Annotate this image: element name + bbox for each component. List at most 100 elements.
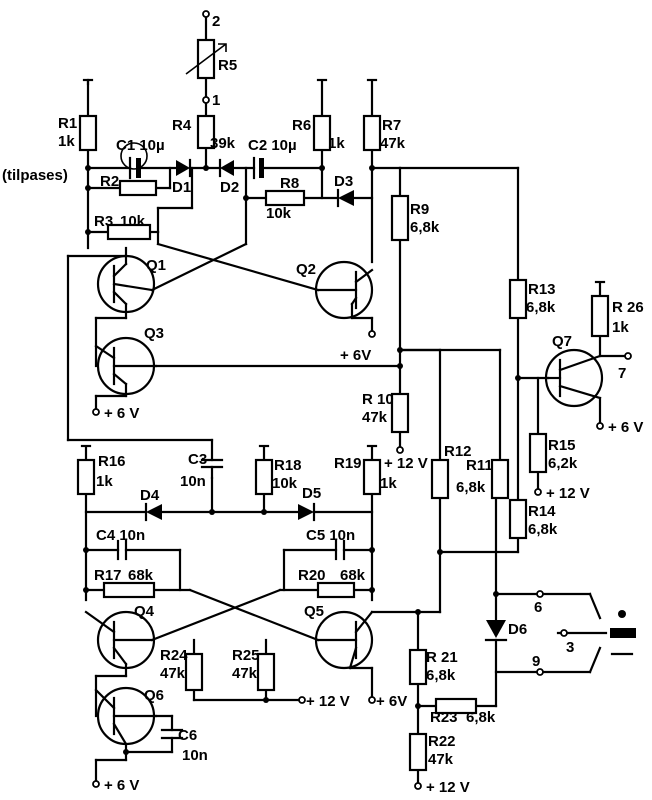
label-r8-value: 10k: [266, 205, 292, 222]
resistors: [76, 38, 610, 772]
label-r4: R4: [172, 117, 192, 134]
label-q5: Q5: [304, 603, 324, 620]
resistor-r2: [118, 179, 158, 197]
label-r8: R8: [280, 175, 299, 192]
label-r23-value: 6,8k: [466, 709, 496, 726]
transistor-q4: [84, 610, 156, 670]
label-d5: D5: [302, 485, 321, 502]
label-r25-value: 47k: [232, 665, 258, 682]
label-r11: R11: [466, 457, 493, 474]
capacitor-c3: [200, 458, 224, 480]
label-q6: Q6: [144, 687, 164, 704]
label-v6-q2: + 6V: [340, 347, 371, 364]
label-r24: R24: [160, 647, 188, 664]
label-d2: D2: [220, 179, 239, 196]
resistor-r15: [528, 432, 548, 474]
label-c5: C5 10n: [306, 527, 355, 544]
label-c6: C6: [178, 727, 197, 744]
label-pin7: 7: [618, 365, 626, 382]
label-r26: R 26: [612, 299, 644, 316]
resistor-r18: [254, 458, 274, 496]
label-q3: Q3: [144, 325, 164, 342]
label-c1: C1 10µ: [116, 137, 165, 154]
resistor-r16: [76, 458, 96, 496]
capacitor-c5: [334, 539, 346, 561]
label-r7-value: 47k: [380, 135, 406, 152]
resistor-r20: [316, 581, 356, 599]
transistor-q2: [314, 260, 374, 320]
resistor-r8: [264, 189, 306, 207]
label-pin6: 6: [534, 599, 542, 616]
label-c4: C4 10n: [96, 527, 145, 544]
label-v6-q3: + 6 V: [104, 405, 139, 422]
capacitor-c6: [160, 728, 184, 740]
label-r6-value: 1k: [328, 135, 345, 152]
label-pin3: 3: [566, 639, 574, 656]
label-pin9: 9: [532, 653, 540, 670]
diodes: [144, 158, 508, 642]
resistor-r22: [408, 732, 428, 772]
label-r19: R19: [334, 455, 362, 472]
switch-symbol: [610, 610, 636, 656]
label-r26-value: 1k: [612, 319, 629, 336]
resistor-r23: [434, 697, 478, 715]
label-r17: R17: [94, 567, 122, 584]
transistor-q1: [96, 254, 156, 314]
label-v6-q5: + 6V: [376, 693, 407, 710]
label-d1: D1: [172, 179, 191, 196]
label-r3-value: 10k: [120, 213, 146, 230]
label-pin2: 2: [212, 13, 220, 30]
label-r20: R20: [298, 567, 326, 584]
label-q1: Q1: [146, 257, 166, 274]
label-q7: Q7: [552, 333, 572, 350]
label-v12-r15: + 12 V: [546, 485, 590, 502]
resistor-r11: [490, 458, 510, 500]
label-v12-r22: + 12 V: [426, 779, 470, 796]
resistor-r7: [362, 114, 382, 152]
label-r23: R23: [430, 709, 458, 726]
transistor-q7: [544, 348, 604, 408]
label-d3: D3: [334, 173, 353, 190]
label-r9-value: 6,8k: [410, 219, 440, 236]
label-r15-value: 6,2k: [548, 455, 578, 472]
label-r18-value: 10k: [272, 475, 298, 492]
capacitor-c2: [252, 156, 264, 180]
label-r12: R12: [444, 443, 472, 460]
resistor-r25: [256, 652, 276, 692]
diode-d3: [336, 188, 354, 208]
label-r25: R25: [232, 647, 260, 664]
label-r11-value: 6,8k: [456, 479, 486, 496]
label-r13-value: 6,8k: [526, 299, 556, 316]
label-r16-value: 1k: [96, 473, 113, 490]
label-r7: R7: [382, 117, 401, 134]
label-r13: R13: [528, 281, 556, 298]
resistor-r26: [590, 294, 610, 338]
label-q4: Q4: [134, 603, 155, 620]
resistor-r19: [362, 458, 382, 496]
diode-d1: [176, 158, 192, 178]
label-d6: D6: [508, 621, 527, 638]
resistor-r17: [102, 581, 156, 599]
diode-d6: [484, 620, 508, 642]
label-r2: R2: [100, 173, 119, 190]
label-r14: R14: [528, 503, 556, 520]
label-v12-r24: + 12 V: [306, 693, 350, 710]
label-r5: R5: [218, 57, 237, 74]
label-r22: R22: [428, 733, 456, 750]
resistor-r12: [430, 458, 450, 500]
transistor-q6: [94, 686, 158, 746]
resistor-r10: [390, 392, 410, 434]
resistor-r21: [408, 648, 428, 686]
nodes: [80, 10, 632, 790]
resistor-r24: [184, 652, 204, 692]
resistor-r14: [508, 498, 528, 540]
label-r20-value: 68k: [340, 567, 366, 584]
capacitors: [116, 142, 346, 740]
label-r3: R3: [94, 213, 113, 230]
label-c6-value: 10n: [182, 747, 208, 764]
label-r10: R 10: [362, 391, 394, 408]
resistor-r4: [196, 114, 216, 150]
label-d4: D4: [140, 487, 160, 504]
diode-d5: [298, 502, 316, 522]
